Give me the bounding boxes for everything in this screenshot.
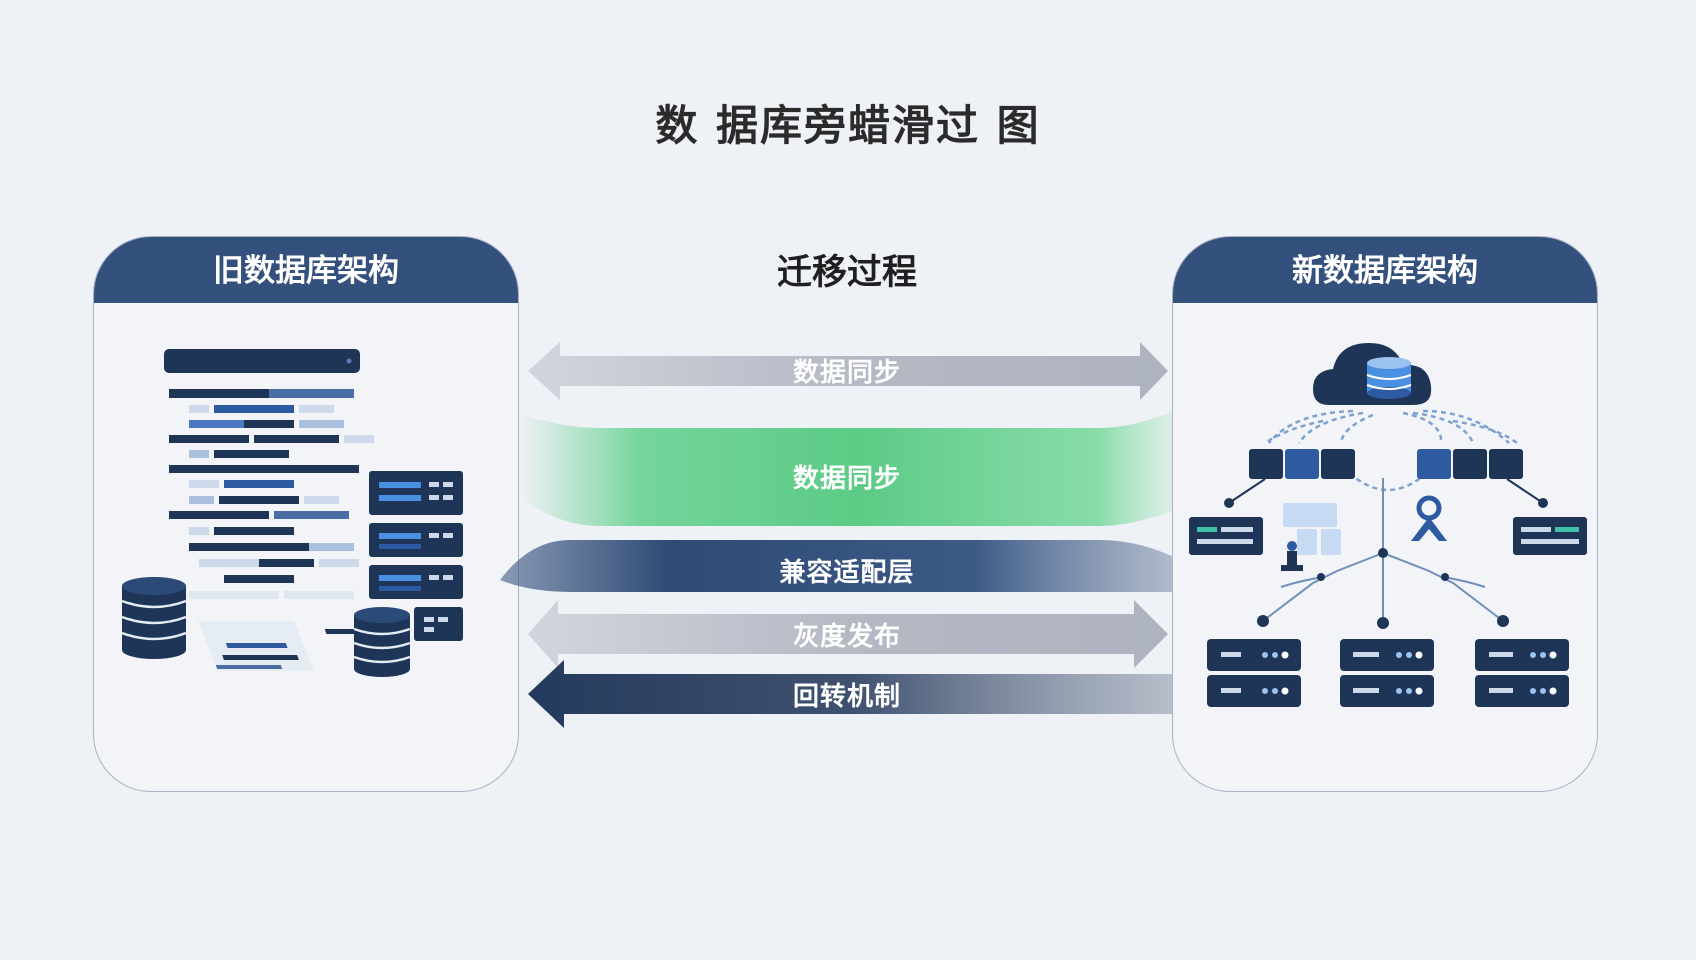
tool-icon <box>1281 541 1303 571</box>
new-architecture-panel: 新数据库架构 <box>1172 236 1598 792</box>
table-icon <box>164 349 374 671</box>
server-rack-icon <box>369 471 463 641</box>
band-label-rollback: 回转机制 <box>792 682 901 712</box>
band-compat-layer <box>500 540 1180 592</box>
database-cylinder-icon <box>121 577 187 659</box>
page-title: 数 据库旁蜡滑过 图 <box>655 101 1041 150</box>
new-architecture-illustration <box>1189 343 1587 707</box>
band-label-data-sync-active: 数据同步 <box>792 464 901 494</box>
band-label-data-sync: 数据同步 <box>792 358 901 388</box>
database-cylinder-icon <box>353 607 411 677</box>
old-architecture-panel: 旧数据库架构 <box>93 236 519 792</box>
user-icon <box>1411 495 1447 541</box>
band-label-gray-release: 灰度发布 <box>792 622 901 652</box>
server-icon <box>1475 639 1569 707</box>
server-icon <box>1189 478 1587 555</box>
old-architecture-title: 旧数据库架构 <box>94 237 518 303</box>
server-icon <box>1207 639 1301 707</box>
new-architecture-title: 新数据库架构 <box>1173 237 1597 303</box>
band-data-sync-arrow <box>528 342 1168 400</box>
dashboard-tile-icon <box>1283 503 1341 555</box>
band-rollback-arrow <box>528 660 1180 728</box>
band-gray-release-arrow <box>528 600 1168 668</box>
cloud-database-icon <box>1313 343 1432 405</box>
server-icon <box>1340 639 1434 707</box>
old-architecture-illustration <box>121 349 463 677</box>
migration-bands <box>500 342 1200 728</box>
band-label-compat-layer: 兼容适配层 <box>779 558 915 588</box>
network-nodes <box>1257 548 1509 629</box>
node-icon <box>1249 449 1523 479</box>
process-title: 迁移过程 <box>776 253 917 293</box>
band-data-sync-highlight <box>520 400 1200 526</box>
